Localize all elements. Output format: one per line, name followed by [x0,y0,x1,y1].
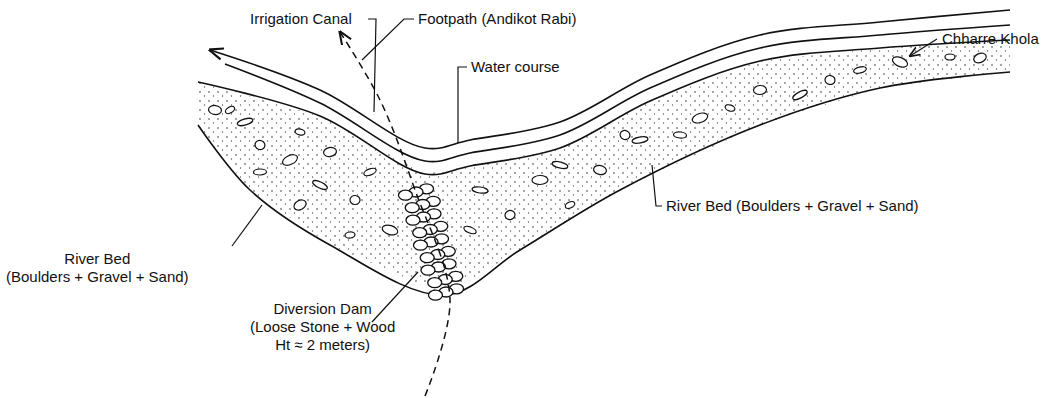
boulder [753,85,767,95]
boulder [724,104,735,113]
map-label: Diversion Dam (Loose Stone + Wood Ht ≈ 2… [250,300,395,354]
boulder [381,223,399,236]
dam-stone [398,190,412,200]
boulder [824,75,835,85]
dam-stone [420,253,434,263]
boulder [673,132,686,139]
map-label: Irrigation Canal [250,10,352,28]
river-bank [198,72,1010,295]
map-label: River Bed (Boulders + Gravel + Sand) [666,197,919,215]
boulder [311,179,328,191]
boulder [472,186,489,194]
dam-stone [428,290,442,300]
boulder [281,153,299,168]
boulder [253,169,266,175]
boulder [323,146,337,157]
leader-line [232,205,262,246]
boulder [619,129,632,142]
river-bank [198,40,1010,175]
map-label: River Bed (Boulders + Gravel + Sand) [6,250,189,286]
leader-line [368,19,376,112]
boulder [792,89,809,102]
map-label: Water course [471,58,560,76]
dam-stone [428,278,442,288]
leader-line [458,67,467,143]
canal-line [225,25,1010,162]
leader-line [910,39,937,56]
boulder [972,51,987,64]
dam-stone [413,240,427,250]
boulder [593,164,608,176]
map-label: Chharre Khola [942,30,1039,48]
boulder [504,209,516,220]
boulder [463,225,477,235]
dam-stone [406,215,420,225]
boulder [552,160,569,170]
boulder [891,55,909,70]
boulder [254,139,267,151]
boulder [363,167,377,177]
leader-line [362,19,414,60]
sand-fill [198,40,1010,295]
boulder [236,117,253,127]
boulder [632,136,649,145]
canal-line [210,10,1010,149]
dam-stone [421,265,435,275]
boulder [853,66,867,75]
boulder [532,175,548,184]
boulder [294,128,305,136]
boulder [945,54,955,60]
boulder [691,111,709,125]
map-label: Footpath (Andikot Rabi) [418,10,576,28]
boulder [224,105,236,115]
boulder [564,200,576,210]
leader-line [652,165,662,206]
boulder [345,231,356,238]
boulder [292,198,308,212]
boulder [208,105,222,116]
boulder [350,195,360,205]
dam-stone [413,228,427,238]
leader-line [372,272,418,322]
dam-stone [405,203,419,213]
